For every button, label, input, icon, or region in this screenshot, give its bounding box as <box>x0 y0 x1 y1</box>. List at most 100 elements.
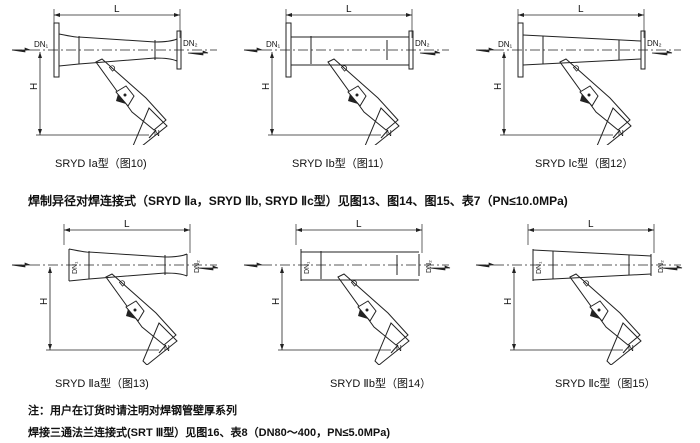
outlet-flange <box>408 30 414 70</box>
label-dn1: DN₁ <box>72 261 79 274</box>
inlet-flange <box>517 22 524 78</box>
label-l: L <box>346 4 352 15</box>
screen-shade <box>358 309 368 319</box>
strainer-branch <box>105 273 177 346</box>
caption-fig13: SRYD Ⅱa型（图13) <box>55 378 149 390</box>
section-title: 焊制异径对焊连接式（SRYD Ⅱa，SRYD Ⅱb, SRYD Ⅱc型）见图13… <box>28 194 568 208</box>
strainer-branch <box>337 273 409 346</box>
outlet-flange <box>640 30 646 70</box>
branch-flange <box>364 107 400 145</box>
label-dn2: DN₂ <box>647 39 662 48</box>
label-d: D <box>340 63 350 74</box>
label-d: D <box>118 278 128 289</box>
label-d: D <box>582 278 592 289</box>
screen-shade <box>126 309 136 319</box>
label-d: D <box>108 63 118 74</box>
branch-flange <box>606 322 642 365</box>
body-top-edge <box>522 34 642 42</box>
label-h: H <box>493 83 504 90</box>
drain-plug <box>622 344 631 354</box>
flow-out-arrow-icon <box>429 265 451 271</box>
label-dn2: DN₂ <box>426 260 433 273</box>
screen-shade <box>590 309 600 319</box>
drain-plug <box>158 344 167 354</box>
body-top-edge <box>58 33 178 43</box>
body-bottom-edge <box>68 272 188 282</box>
flow-out-arrow-icon <box>187 50 209 56</box>
label-h: H <box>271 298 282 305</box>
label-dn1: DN₁ <box>304 261 311 274</box>
screen-pin <box>597 308 601 312</box>
screen-pin <box>133 308 137 312</box>
label-dn2: DN₂ <box>658 260 665 273</box>
branch-flange <box>132 107 168 145</box>
flow-out-arrow-icon <box>197 265 219 271</box>
drain-plug <box>612 129 621 139</box>
label-dn2: DN₂ <box>415 39 430 48</box>
drain-plug <box>390 344 399 354</box>
flow-in-arrow-icon <box>243 262 263 268</box>
flow-in-arrow-icon <box>11 262 31 268</box>
flow-out-arrow-icon <box>419 50 441 56</box>
strainer-branch <box>327 58 399 131</box>
label-h: H <box>39 298 50 305</box>
body-top-edge <box>532 249 652 257</box>
caption-fig11: SRYD Ⅰb型（图11） <box>292 158 391 170</box>
label-dn2: DN₂ <box>194 260 201 273</box>
label-dn2: DN₂ <box>183 39 198 48</box>
screen-pin <box>123 93 127 97</box>
screen-pin <box>587 93 591 97</box>
drain-plug <box>148 129 157 139</box>
diagram-fig14: L H D N DN₁ DN₂ <box>234 220 467 365</box>
body-bottom-edge <box>532 273 652 281</box>
label-d: D <box>572 63 582 74</box>
outlet-flange <box>176 30 182 70</box>
caption-fig10: SRYD Ⅰa型（图10) <box>55 158 147 170</box>
drain-plug <box>380 129 389 139</box>
label-d: D <box>350 278 360 289</box>
strainer-branch <box>559 58 631 131</box>
screen-shade <box>348 94 358 104</box>
strainer-branch <box>95 58 167 131</box>
caption-fig14: SRYD Ⅱb型（图14） <box>330 378 432 390</box>
label-dn1: DN₁ <box>34 40 49 49</box>
body-bottom-edge <box>522 58 642 66</box>
diagram-fig10: L H D N DN₁ DN₂ <box>2 0 235 145</box>
body-top-edge <box>68 248 188 258</box>
footer-note: 焊接三通法兰连接式(SRT Ⅲ型）见图16、表8（DN80～400，PN≤5.0… <box>28 427 391 439</box>
label-n: N <box>386 129 392 138</box>
caption-fig12: SRYD Ⅰc型（图12） <box>535 158 634 170</box>
screen-shade <box>580 94 590 104</box>
label-l: L <box>578 4 584 15</box>
label-dn1: DN₁ <box>266 40 281 49</box>
label-n: N <box>154 129 160 138</box>
order-note: 注：用户在订货时请注明对焊钢管壁厚系列 <box>28 405 237 417</box>
branch-flange <box>142 322 178 365</box>
branch-flange <box>374 322 410 365</box>
label-l: L <box>356 220 362 230</box>
label-h: H <box>503 298 514 305</box>
label-n: N <box>396 344 402 353</box>
label-dn1: DN₁ <box>498 40 513 49</box>
inlet-flange <box>285 22 292 78</box>
caption-fig15: SRYD Ⅱc型（图15） <box>555 378 656 390</box>
flow-in-arrow-icon <box>475 47 495 53</box>
label-dn1: DN₁ <box>536 261 543 274</box>
label-l: L <box>588 220 594 230</box>
flow-in-arrow-icon <box>243 47 263 53</box>
label-n: N <box>618 129 624 138</box>
flow-in-arrow-icon <box>475 262 495 268</box>
label-n: N <box>164 344 170 353</box>
screen-pin <box>365 308 369 312</box>
diagram-fig12: L H D N DN₁ DN₂ <box>466 0 699 145</box>
label-h: H <box>29 83 40 90</box>
inlet-flange <box>53 22 60 78</box>
flow-out-arrow-icon <box>651 50 673 56</box>
label-l: L <box>124 220 130 230</box>
label-l: L <box>114 4 120 15</box>
screen-pin <box>355 93 359 97</box>
screen-shade <box>116 94 126 104</box>
